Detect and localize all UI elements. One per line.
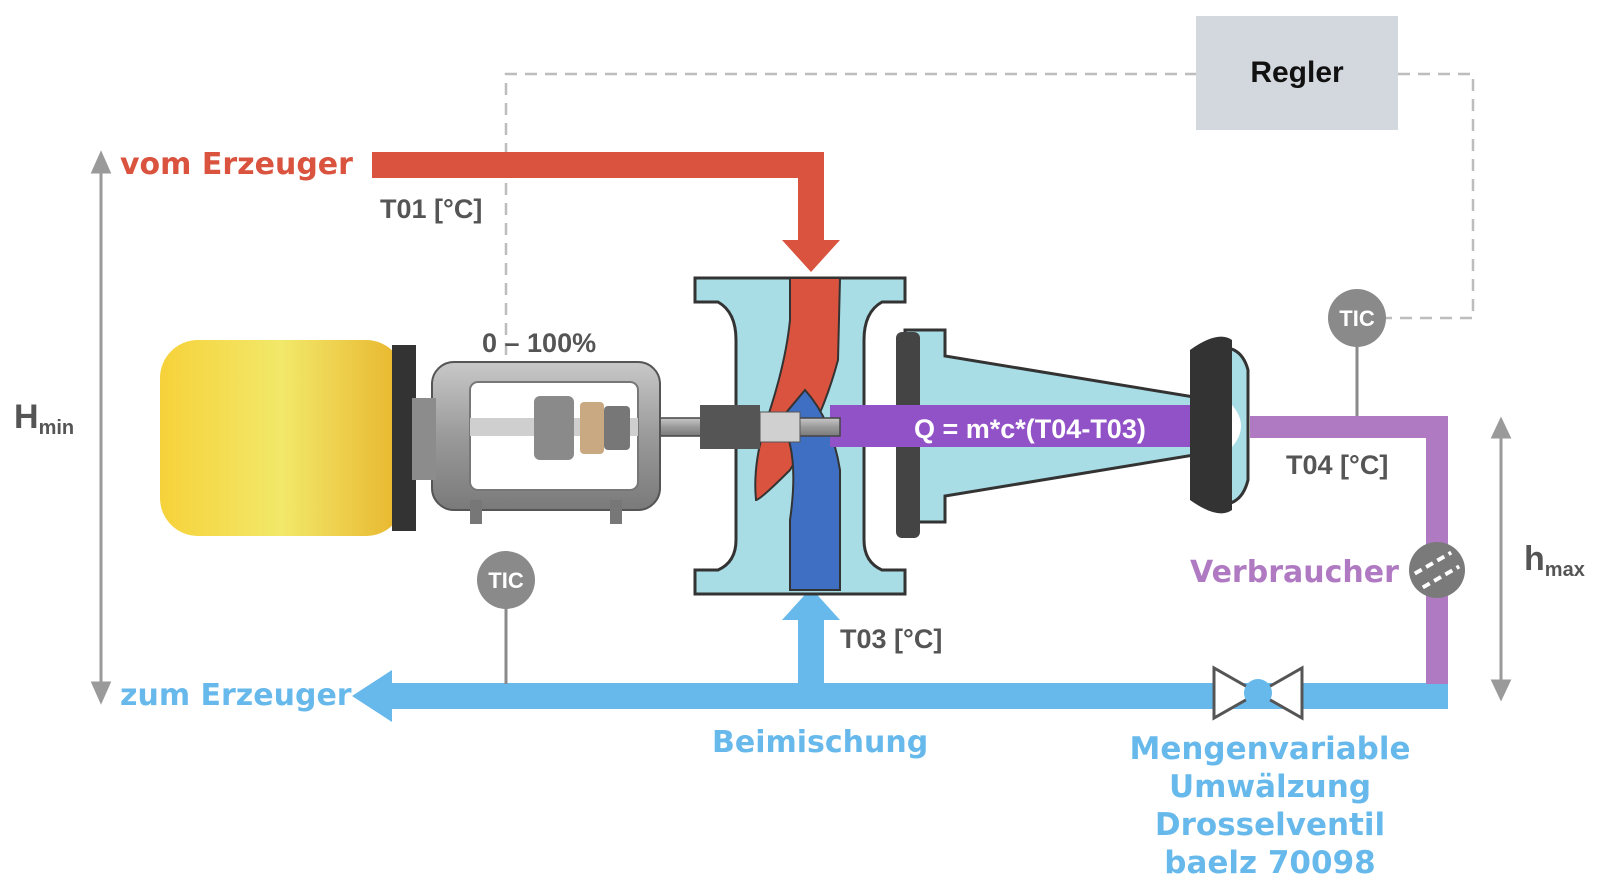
right-tic-label: TIC <box>1339 306 1375 331</box>
throttle-line-3: Drosselventil <box>1154 807 1386 843</box>
pump-casing <box>693 276 1250 596</box>
throttle-line-2: Umwälzung <box>1168 769 1372 805</box>
consumer-label: Verbraucher <box>1190 555 1399 590</box>
pump-shaft <box>659 405 841 449</box>
heat-formula: Q = m*c*(T04-T03) <box>914 414 1146 444</box>
controller-label: Regler <box>1250 56 1344 89</box>
h-max-label: hmax <box>1524 540 1585 581</box>
t04-label: T04 [°C] <box>1286 450 1389 480</box>
right-tic-sensor: TIC <box>1328 289 1386 416</box>
left-tic-sensor: TIC <box>477 551 535 684</box>
throttle-valve-description: Mengenvariable Umwälzung Drosselventil b… <box>1080 730 1460 882</box>
supply-pipe <box>372 152 840 272</box>
t03-label: T03 [°C] <box>840 624 943 654</box>
supply-label: vom Erzeuger <box>120 147 353 182</box>
throttle-line-4: baelz 70098 <box>1164 845 1376 881</box>
h-min-arrow <box>90 150 112 705</box>
throttle-valve-icon <box>1212 665 1304 721</box>
motor-actuator <box>160 340 436 536</box>
throttle-line-1: Mengenvariable <box>1129 731 1411 767</box>
coupling-housing <box>431 361 661 524</box>
h-max-arrow <box>1490 416 1512 702</box>
return-label: zum Erzeuger <box>120 678 352 713</box>
flow-meter-icon <box>1409 542 1465 598</box>
controller-box: Regler <box>1196 16 1398 130</box>
valve-range-label: 0 – 100% <box>482 328 597 358</box>
control-signal-lines <box>504 72 1475 395</box>
t01-label: T01 [°C] <box>380 194 483 224</box>
left-tic-label: TIC <box>488 568 524 593</box>
mixing-label: Beimischung <box>712 725 929 760</box>
h-min-label: Hmin <box>14 398 75 439</box>
